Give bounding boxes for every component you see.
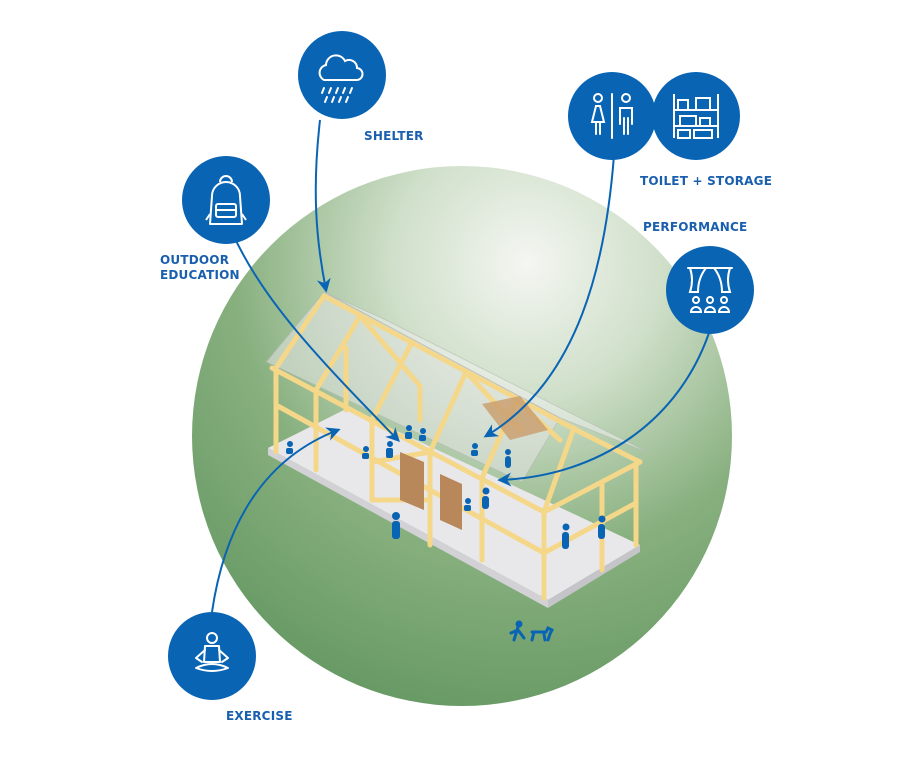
shelter-icon-group — [298, 31, 386, 119]
arrow-outdoor-education — [231, 231, 400, 443]
meditation-icon — [195, 632, 229, 672]
toilet-icon-group — [568, 72, 656, 160]
rain-cloud-icon — [318, 54, 364, 103]
arrow-shelter — [314, 119, 331, 293]
timber-wall-panel-2 — [440, 474, 462, 530]
storage-block — [482, 396, 548, 440]
roof-right-plane — [323, 291, 655, 456]
exercise-icon-group — [168, 612, 256, 700]
arrow-exercise — [211, 427, 341, 613]
outdoor-education-icon-group — [182, 156, 270, 244]
arrow-performance — [497, 329, 711, 487]
timber-wall-panel — [400, 452, 424, 510]
people-figures — [286, 425, 606, 642]
arrow-toilet-storage — [483, 154, 615, 438]
label-shelter: SHELTER — [364, 129, 424, 143]
label-toilet-storage: TOILET + STORAGE — [640, 174, 773, 188]
storage-icon-group — [652, 72, 740, 160]
label-outdoor-line1: OUTDOOR — [160, 253, 230, 267]
stage-audience-icon — [687, 267, 733, 313]
label-performance: PERFORMANCE — [643, 220, 748, 234]
label-outdoor-line2: EDUCATION — [160, 268, 240, 282]
storage-shelves-icon — [673, 94, 719, 139]
label-outdoor-education: OUTDOOR EDUCATION — [160, 253, 240, 283]
arrows — [211, 119, 711, 613]
performance-icon-group — [666, 246, 754, 334]
backpack-icon — [205, 175, 247, 225]
label-exercise: EXERCISE — [226, 709, 293, 723]
toilet-people-icon — [590, 93, 633, 139]
